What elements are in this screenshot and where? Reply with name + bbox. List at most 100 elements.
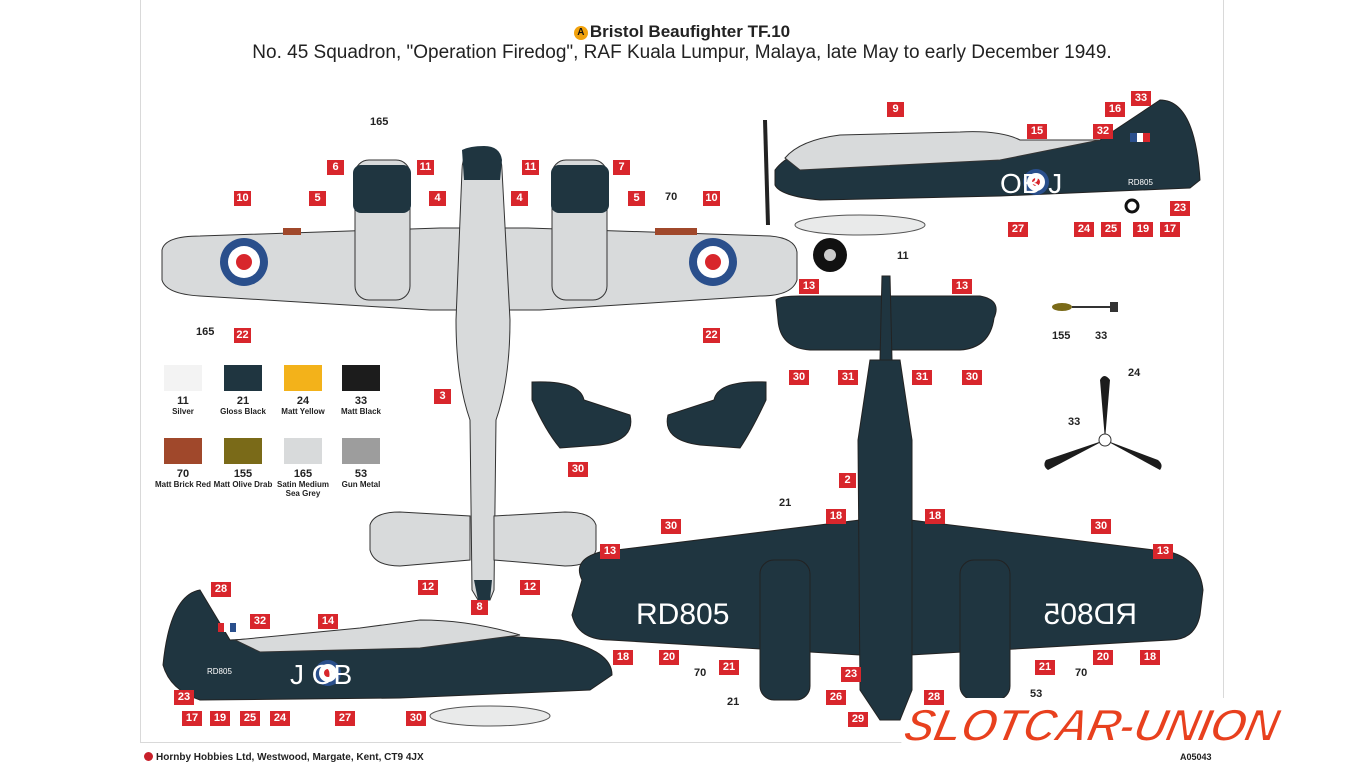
color-name: Matt Yellow xyxy=(281,407,325,416)
underwing-serial-left: RD805 xyxy=(636,598,729,631)
callout-5: 5 xyxy=(628,191,645,206)
color-number: 21 xyxy=(236,395,250,407)
roundel-right xyxy=(689,238,737,286)
swatch-53 xyxy=(342,438,380,464)
underwing-serial-right: RD805 xyxy=(1044,598,1137,631)
label-70-left: 70 xyxy=(694,667,707,679)
callout-31: 31 xyxy=(912,370,932,385)
label-21-top: 21 xyxy=(779,497,792,509)
watermark-logo: SLOTCAR-UNION xyxy=(898,698,1284,752)
callout-32: 32 xyxy=(250,614,270,629)
callout-24: 24 xyxy=(1074,222,1094,237)
label-70-right: 70 xyxy=(1075,667,1088,679)
callout-17: 17 xyxy=(1160,222,1180,237)
swatch-70 xyxy=(164,438,202,464)
color-name: Matt Black xyxy=(340,407,381,416)
sheet-code: A05043 xyxy=(1180,752,1212,762)
callout-14: 14 xyxy=(318,614,338,629)
label-11: 11 xyxy=(897,250,909,262)
callout-18: 18 xyxy=(613,650,633,665)
callout-15: 15 xyxy=(1027,124,1047,139)
callout-19: 19 xyxy=(210,711,230,726)
color-name: Satin Medium Sea Grey xyxy=(276,480,329,498)
callout-19: 19 xyxy=(1133,222,1153,237)
callout-8: 8 xyxy=(471,600,488,615)
callout-22: 22 xyxy=(703,328,720,343)
callout-28: 28 xyxy=(924,690,944,705)
callout-12: 12 xyxy=(520,580,540,595)
label-24-prop: 24 xyxy=(1128,367,1141,379)
color-number: 33 xyxy=(354,395,368,407)
callout-23: 23 xyxy=(1170,201,1190,216)
callout-33: 33 xyxy=(1131,91,1151,106)
callout-10: 10 xyxy=(234,191,251,206)
top-view-dark-areas xyxy=(353,146,609,600)
roundel-left xyxy=(220,238,268,286)
color-number: 155 xyxy=(233,468,253,480)
label-33-prop: 33 xyxy=(1068,416,1081,428)
callout-23: 23 xyxy=(841,667,861,682)
callout-20: 20 xyxy=(1093,650,1113,665)
callout-11: 11 xyxy=(417,160,434,175)
color-name: Matt Brick Red xyxy=(154,480,211,489)
callout-11: 11 xyxy=(522,160,539,175)
scheme-subtitle: No. 45 Squadron, "Operation Firedog", RA… xyxy=(252,42,1112,63)
swatch-33 xyxy=(342,365,380,391)
callout-21: 21 xyxy=(719,660,739,675)
callout-23: 23 xyxy=(174,690,194,705)
color-number: 165 xyxy=(293,468,313,480)
callout-29: 29 xyxy=(848,712,868,727)
callout-30: 30 xyxy=(962,370,982,385)
label-21-bottom: 21 xyxy=(727,696,740,708)
color-number: 11 xyxy=(177,395,189,407)
callout-28: 28 xyxy=(211,582,231,597)
callout-26: 26 xyxy=(826,690,846,705)
bomb-detail xyxy=(1052,302,1118,312)
serial-right: RD805 xyxy=(1128,178,1153,187)
swatch-165 xyxy=(284,438,322,464)
label-165-top: 165 xyxy=(370,116,389,128)
callout-4: 4 xyxy=(429,191,446,206)
callout-6: 6 xyxy=(327,160,344,175)
color-number: 70 xyxy=(176,468,190,480)
color-name: Silver xyxy=(172,407,194,416)
callout-24: 24 xyxy=(270,711,290,726)
footer-address: Hornby Hobbies Ltd, Westwood, Margate, K… xyxy=(144,752,424,763)
side-code-right: OB J xyxy=(1000,168,1062,199)
color-name: Gun Metal xyxy=(341,480,381,489)
color-name: Matt Olive Drab xyxy=(213,480,273,489)
callout-30: 30 xyxy=(789,370,809,385)
callout-13: 13 xyxy=(799,279,819,294)
footer-address-text: Hornby Hobbies Ltd, Westwood, Margate, K… xyxy=(156,752,424,763)
callout-30: 30 xyxy=(406,711,426,726)
label-70-top: 70 xyxy=(665,191,678,203)
serial-left: RD805 xyxy=(207,667,232,676)
callout-27: 27 xyxy=(335,711,355,726)
callout-20: 20 xyxy=(659,650,679,665)
label-155: 155 xyxy=(1052,330,1071,342)
callout-27: 27 xyxy=(1008,222,1028,237)
callout-3: 3 xyxy=(434,389,451,404)
callout-32: 32 xyxy=(1093,124,1113,139)
callout-13: 13 xyxy=(1153,544,1173,559)
callout-30: 30 xyxy=(568,462,588,477)
callout-22: 22 xyxy=(234,328,251,343)
swatch-21 xyxy=(224,365,262,391)
callout-2: 2 xyxy=(839,473,856,488)
callout-13: 13 xyxy=(600,544,620,559)
callout-16: 16 xyxy=(1105,102,1125,117)
callout-4: 4 xyxy=(511,191,528,206)
brick-red-panel-right xyxy=(655,228,697,235)
underside-aircraft xyxy=(531,275,1204,721)
watermark-backdrop xyxy=(898,698,1366,760)
callout-18: 18 xyxy=(826,509,846,524)
callout-12: 12 xyxy=(418,580,438,595)
